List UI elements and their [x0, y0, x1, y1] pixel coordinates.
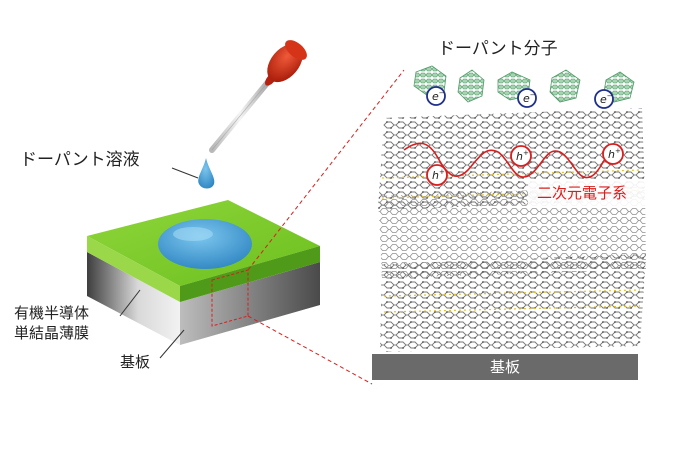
- zoom-line-bottom: [248, 316, 372, 384]
- dopant-solution-leader: [172, 168, 198, 178]
- film-label-line2: 単結晶薄膜: [14, 326, 89, 341]
- pipette-icon: [212, 36, 310, 150]
- two-d-electron-system-label: 二次元電子系: [537, 186, 627, 201]
- pipette-tube-edge: [212, 82, 268, 150]
- falling-drop-icon: [198, 158, 214, 189]
- crystal-layer-lower: [380, 254, 646, 352]
- droplet-icon: [158, 219, 252, 269]
- substrate-block: [87, 200, 320, 345]
- dopant-molecule-label: ドーパント分子: [438, 41, 558, 58]
- substrate-label-right: 基板: [372, 354, 638, 380]
- dopant-molecule-4: [550, 70, 580, 102]
- dopant-solution-label: ドーパント溶液: [20, 152, 140, 169]
- dopant-molecule-2: [458, 70, 484, 102]
- film-label-line1: 有機半導体: [14, 306, 89, 321]
- substrate-label-left: 基板: [120, 355, 150, 370]
- droplet-highlight: [173, 227, 213, 241]
